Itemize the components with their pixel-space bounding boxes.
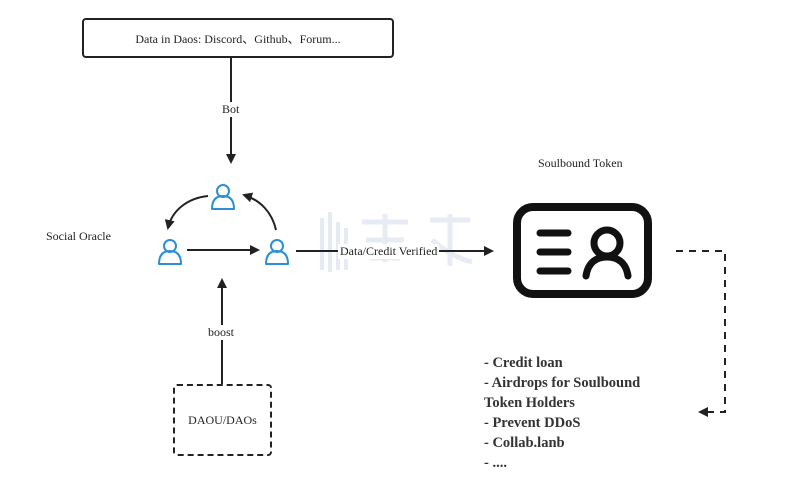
use-case-item: - Prevent DDoS: [484, 415, 581, 431]
use-case-item: - Airdrops for Soulbound: [484, 375, 641, 391]
use-case-item: - ....: [484, 455, 507, 471]
use-cases-list: - Credit loan - Airdrops for Soulbound T…: [484, 353, 684, 473]
dao-box-label: DAOU/DAOs: [188, 412, 257, 427]
use-case-item: - Credit loan: [484, 355, 563, 371]
verified-label: Data/Credit Verified: [338, 244, 440, 259]
social-oracle-label: Social Oracle: [46, 229, 111, 243]
use-case-item: Token Holders: [484, 395, 575, 411]
token-to-uses-arrow: [676, 250, 726, 417]
use-case-item: - Collab.lanb: [484, 435, 565, 451]
watermark: [320, 212, 473, 272]
id-card-icon: [513, 203, 652, 298]
user-icon-top: [211, 184, 235, 210]
cycle-arrow-top-to-left: [164, 195, 209, 230]
user-icon-right: [265, 239, 289, 265]
source-box: Data in Daos: Discord、Github、Forum...: [82, 18, 394, 58]
bot-label: Bot: [220, 102, 242, 117]
source-box-label: Data in Daos: Discord、Github、Forum...: [135, 31, 341, 46]
soulbound-token-label: Soulbound Token: [538, 156, 623, 170]
boost-label: boost: [206, 325, 237, 340]
user-icon-left: [158, 239, 182, 265]
dao-box: DAOU/DAOs: [173, 384, 272, 456]
cycle-arrow-right-to-top: [242, 192, 277, 231]
